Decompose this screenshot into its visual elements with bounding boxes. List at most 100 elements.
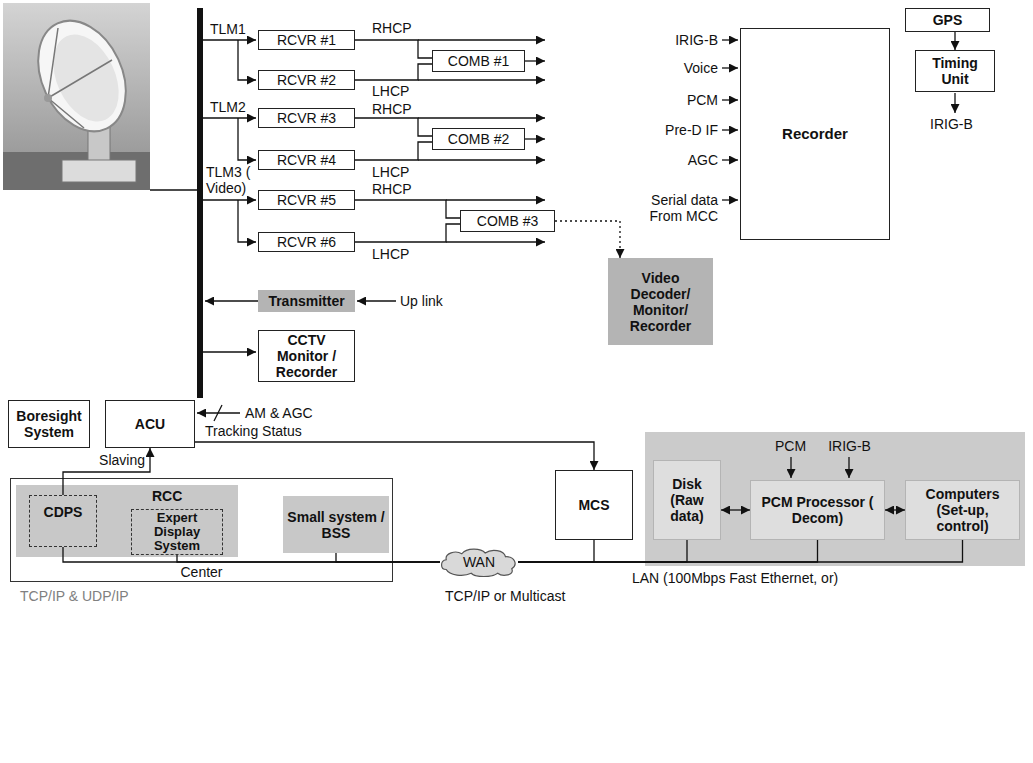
connector xyxy=(954,32,955,50)
node-text: Expert Display System xyxy=(136,511,218,553)
cctv-box: CCTV Monitor / Recorder xyxy=(258,330,355,382)
combiner-box: COMB #2 xyxy=(432,128,525,150)
receiver-box: RCVR #1 xyxy=(258,30,355,50)
edge-label: Slaving xyxy=(99,452,145,468)
network-note: LAN (100Mbps Fast Ethernet, or) xyxy=(632,570,838,586)
wan-cloud: WAN xyxy=(440,547,518,577)
antenna-cable xyxy=(150,189,197,190)
connector xyxy=(885,509,905,510)
label-holder: RHCP xyxy=(372,101,412,117)
connector xyxy=(63,448,150,495)
wire xyxy=(722,129,738,130)
disk-box: Disk (Raw data) xyxy=(653,460,721,540)
edge-label-holder: Tracking Status xyxy=(205,423,302,439)
signal-label: AGC xyxy=(636,152,718,168)
rf-bus-bar xyxy=(197,8,203,398)
expert-display-box: Expert Display System xyxy=(131,509,223,555)
connector xyxy=(355,118,432,136)
label-holder: LHCP xyxy=(372,164,409,180)
wire xyxy=(722,199,738,200)
node-text: RCC xyxy=(152,488,234,504)
receiver-box: RCVR #5 xyxy=(258,190,355,210)
node-text: COMB #2 xyxy=(437,131,520,147)
edge-label-holder: Slaving xyxy=(99,452,145,468)
node-text: COMB #1 xyxy=(437,53,520,69)
protocol-note: TCP/IP or Multicast xyxy=(445,588,565,604)
wires xyxy=(791,457,849,478)
wire xyxy=(418,117,545,118)
label-holder: IRIG-B xyxy=(930,116,973,132)
node-text: RCVR #2 xyxy=(263,72,350,88)
node-text: WAN xyxy=(444,554,514,570)
wire xyxy=(238,118,256,160)
connector xyxy=(555,221,620,258)
connector xyxy=(518,540,963,562)
wire xyxy=(203,199,256,200)
connector xyxy=(355,200,460,218)
ground-station-region: PCMIRIG-BDisk (Raw data)PCM Processor ( … xyxy=(645,432,1025,566)
label-holder: IRIG-B xyxy=(636,32,718,48)
node-text: RCVR #5 xyxy=(263,192,350,208)
wire xyxy=(525,60,545,61)
label-holder: Pre-D IF xyxy=(636,122,718,138)
polarization-label: LHCP xyxy=(372,164,409,180)
signal-label: Voice xyxy=(636,60,718,76)
antenna-dish-inner xyxy=(40,24,131,132)
connector xyxy=(355,142,432,160)
wire xyxy=(203,351,256,352)
protocol-note: TCP/IP & UDP/IP xyxy=(20,588,129,604)
signal-label: PCM xyxy=(636,92,718,108)
connector xyxy=(63,547,440,562)
label-holder: RHCP xyxy=(372,181,412,197)
wire xyxy=(203,39,256,40)
antenna-feed-struts xyxy=(48,28,112,128)
acu-box: ACU xyxy=(105,400,195,448)
signal-label: Up link xyxy=(400,293,443,309)
node-text: RCVR #4 xyxy=(263,152,350,168)
computers-box: Computers (Set-up, control) xyxy=(905,480,1020,540)
transmitter-box: Transmitter xyxy=(258,290,355,312)
node-text: ACU xyxy=(110,416,190,432)
node-text: Video Decoder/ Monitor/ Recorder xyxy=(612,270,709,334)
label-holder: TLM2 xyxy=(210,99,246,115)
connector xyxy=(355,40,432,58)
node-text: Timing Unit xyxy=(920,55,990,87)
gps-box: GPS xyxy=(905,8,990,32)
wire xyxy=(848,457,849,478)
label-holder: AGC xyxy=(636,152,718,168)
node-text: RCVR #3 xyxy=(263,110,350,126)
label-holder: Voice xyxy=(636,60,718,76)
recorder-box: Recorder xyxy=(740,28,890,240)
polarization-label: RHCP xyxy=(372,101,412,117)
connector xyxy=(195,442,594,470)
connector xyxy=(721,509,750,510)
signal-label: IRIG-B xyxy=(930,116,973,132)
signal-label: AM & AGC xyxy=(245,405,313,421)
label-holder: TLM3 ( Video) xyxy=(206,164,262,196)
node-text: Boresight System xyxy=(13,408,85,440)
wire xyxy=(446,241,545,242)
connector xyxy=(177,555,440,562)
wire xyxy=(238,200,256,242)
node-text: Center xyxy=(15,564,388,580)
wire xyxy=(722,99,738,100)
label-holder: TLM1 xyxy=(210,21,246,37)
wire xyxy=(722,159,738,160)
node-text: Computers (Set-up, control) xyxy=(910,486,1015,534)
node-text: COMB #3 xyxy=(465,213,550,229)
connector xyxy=(355,224,460,242)
timing-unit-box: Timing Unit xyxy=(915,50,995,92)
label-holder: Up link xyxy=(400,293,443,309)
wire xyxy=(418,159,545,160)
node-text: GPS xyxy=(910,12,985,28)
wire xyxy=(722,67,738,68)
label-holder: LHCP xyxy=(372,83,409,99)
connector xyxy=(518,540,818,562)
signal-label: Pre-D IF xyxy=(636,122,718,138)
signal-label: TLM3 ( Video) xyxy=(206,164,262,196)
center-box: CenterRCCCDPSExpert Display SystemSmall … xyxy=(10,478,393,582)
